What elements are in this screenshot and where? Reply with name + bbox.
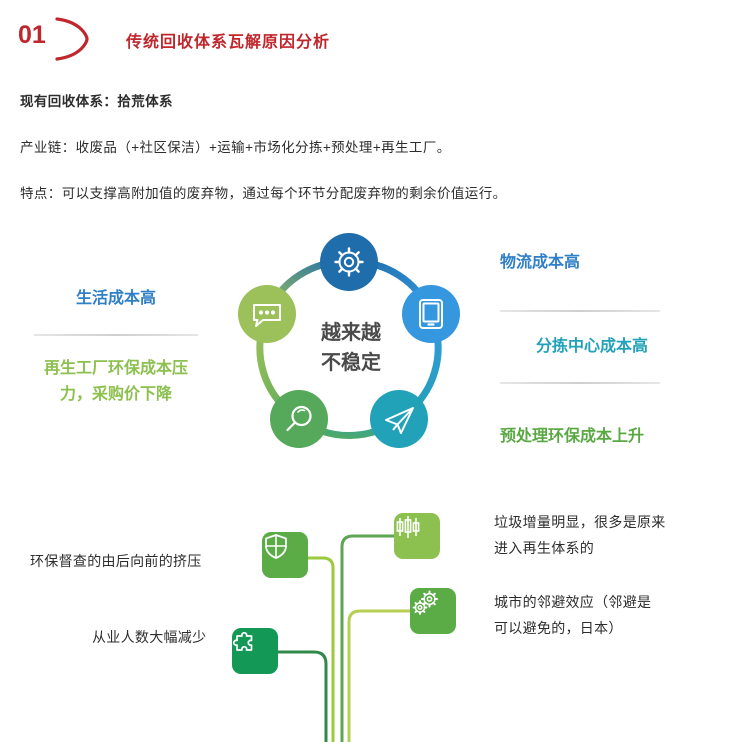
tile-shield	[262, 532, 308, 578]
double-gear-icon	[412, 590, 438, 615]
label-logistics-cost: 物流成本高	[500, 254, 581, 271]
cycle-diagram: 越来越 不稳定	[218, 222, 484, 478]
branch-diagram	[232, 495, 486, 742]
bottom-label-workforce-decline: 从业人数大幅减少	[92, 629, 207, 645]
label-recycle-plant-cost: 再生工厂环保成本压 力，采购价下降	[10, 356, 222, 408]
intro-line-system: 现有回收体系：拾荒体系	[20, 94, 173, 109]
bottom-label-nimby-effect-line-1: 城市的邻避效应（邻避是	[494, 594, 652, 610]
label-recycle-plant-cost-line-2: 力，采购价下降	[59, 386, 172, 403]
cycle-node-tablet	[402, 285, 460, 343]
shield-icon	[265, 534, 287, 559]
arc-bracket-icon	[55, 17, 89, 61]
bottom-label-waste-increase-line-2: 进入再生体系的	[494, 540, 595, 556]
label-recycle-plant-cost-line-1: 再生工厂环保成本压	[43, 360, 188, 377]
cycle-center-label: 越来越 不稳定	[321, 318, 381, 378]
divider-right-2	[500, 382, 660, 384]
intro-line-chain: 产业链：收废品（+社区保洁）+运输+市场化分拣+预处理+再生工厂。	[20, 140, 451, 155]
cycle-center-line-1: 越来越	[321, 322, 381, 344]
divider-left-1	[34, 334, 198, 336]
tile-double-gear	[410, 588, 456, 634]
cycle-ring	[238, 233, 460, 448]
bottom-label-waste-increase: 垃圾增量明显，很多是原来 进入再生体系的	[494, 509, 724, 561]
label-pretreatment-cost: 预处理环保成本上升	[500, 428, 645, 445]
puzzle-piece-icon	[232, 631, 253, 651]
divider-right-1	[500, 310, 660, 312]
cycle-node-magnifier	[270, 390, 328, 448]
branch-lines	[278, 534, 412, 742]
section-badge: 01	[18, 17, 89, 61]
intro-line-features: 特点：可以支撑高附加值的废弃物，通过每个环节分配废弃物的剩余价值运行。	[20, 186, 507, 201]
cycle-center-line-2: 不稳定	[321, 352, 381, 374]
page-title: 传统回收体系瓦解原因分析	[126, 34, 331, 51]
cycle-node-gear	[320, 233, 378, 291]
cycle-node-paper-plane	[370, 390, 428, 448]
bottom-label-nimby-effect-line-2: 可以避免的，日本）	[494, 620, 623, 636]
badge-number: 01	[18, 21, 46, 49]
cycle-node-speech-bubble	[238, 285, 296, 343]
candlestick-chart-icon	[396, 516, 420, 538]
page-header: 01 传统回收体系瓦解原因分析	[0, 0, 740, 72]
tile-candlestick-chart	[394, 513, 440, 559]
tile-puzzle-piece	[232, 628, 278, 674]
bottom-label-inspection-squeeze: 环保督查的由后向前的挤压	[30, 553, 202, 569]
bottom-label-waste-increase-line-1: 垃圾增量明显，很多是原来	[494, 514, 666, 530]
label-living-cost: 生活成本高	[75, 290, 156, 307]
bottom-label-nimby-effect: 城市的邻避效应（邻避是 可以避免的，日本）	[494, 589, 724, 641]
label-sorting-center-cost: 分拣中心成本高	[536, 338, 649, 355]
